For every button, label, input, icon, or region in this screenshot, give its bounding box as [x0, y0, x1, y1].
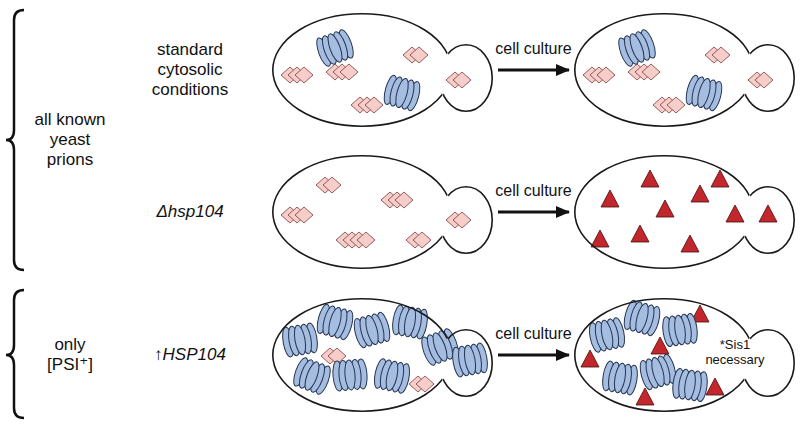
cell-outline — [574, 13, 795, 127]
cell-outline — [272, 155, 493, 269]
cell-bud — [440, 187, 492, 253]
edge-label: cell culture — [493, 181, 573, 200]
culture-arrow — [498, 354, 569, 357]
cell-bud — [440, 45, 492, 111]
yeast-cell: *Sis1 necessary — [574, 298, 795, 412]
cell-bud — [440, 330, 492, 396]
group-label: all known yeast prions — [27, 110, 113, 170]
cell-outline — [272, 13, 493, 127]
hsp104-overexpressed — [281, 303, 490, 396]
cell-body — [273, 14, 451, 126]
cell-outline — [272, 298, 493, 412]
culture-arrow — [498, 211, 569, 214]
cell-body — [575, 156, 753, 268]
yeast-cell — [574, 13, 795, 127]
cell-bud — [742, 45, 794, 111]
cell-body — [273, 156, 451, 268]
prion-aggregates — [583, 28, 773, 113]
edge-label: cell culture — [493, 39, 573, 58]
edge-label: cell culture — [493, 324, 573, 343]
bracket — [6, 10, 24, 270]
cell-bud — [742, 187, 794, 253]
bracket — [6, 290, 24, 418]
prion-aggregates — [281, 28, 471, 113]
yeast-cell — [272, 155, 493, 269]
cured-protein — [591, 170, 777, 252]
group-label: only [PSI⁺] — [33, 335, 107, 375]
yeast-cell — [574, 155, 795, 269]
yeast-cell — [272, 298, 493, 412]
culture-arrow — [498, 69, 569, 72]
condition-label: Δhsp104 — [135, 202, 245, 222]
cell-body — [273, 299, 451, 411]
cell-outline — [574, 155, 795, 269]
yeast-cell — [272, 13, 493, 127]
cell-body — [575, 14, 753, 126]
condition-label: standard cytosolic conditions — [131, 40, 249, 100]
condition-label: ↑HSP104 — [135, 345, 245, 365]
cell-note: *Sis1 necessary — [702, 337, 768, 367]
